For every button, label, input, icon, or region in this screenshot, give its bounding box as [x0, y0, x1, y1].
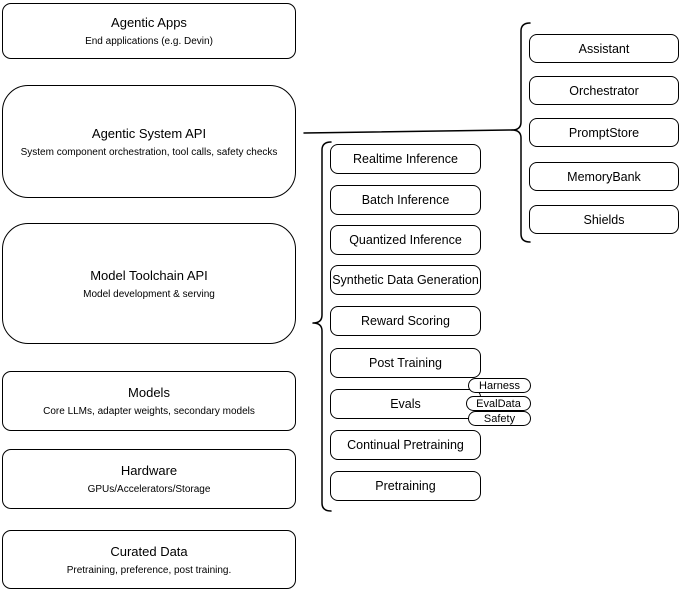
box-subtitle: Pretraining, preference, post training. — [66, 564, 232, 576]
eval-tag-harness: Harness — [468, 378, 531, 393]
box-model-toolchain-api: Model Toolchain API Model development & … — [2, 223, 296, 344]
system-node-assistant: Assistant — [529, 34, 679, 63]
box-subtitle: End applications (e.g. Devin) — [85, 36, 213, 47]
toolchain-node-batch-inference: Batch Inference — [330, 185, 481, 215]
brace-system-components — [511, 22, 531, 243]
box-subtitle: GPUs/Accelerators/Storage — [87, 484, 211, 495]
toolchain-node-realtime-inference: Realtime Inference — [330, 144, 481, 174]
box-hardware: Hardware GPUs/Accelerators/Storage — [2, 449, 296, 509]
box-subtitle: Core LLMs, adapter weights, secondary mo… — [43, 406, 255, 417]
box-title: Model Toolchain API — [90, 267, 208, 283]
brace-toolchain — [312, 141, 332, 512]
system-node-promptstore: PromptStore — [529, 118, 679, 147]
system-node-orchestrator: Orchestrator — [529, 76, 679, 105]
eval-tag-evaldata: EvalData — [466, 396, 531, 411]
toolchain-node-continual-pretraining: Continual Pretraining — [330, 430, 481, 460]
box-title: Agentic System API — [91, 125, 207, 141]
box-subtitle: System component orchestration, tool cal… — [20, 146, 278, 158]
box-curated-data: Curated Data Pretraining, preference, po… — [2, 530, 296, 589]
box-title: Curated Data — [110, 543, 188, 559]
box-subtitle: Model development & serving — [83, 288, 215, 300]
system-node-shields: Shields — [529, 205, 679, 234]
box-title: Agentic Apps — [111, 15, 187, 30]
box-agentic-system-api: Agentic System API System component orch… — [2, 85, 296, 198]
line-system-api-to-brace — [303, 129, 513, 134]
box-agentic-apps: Agentic Apps End applications (e.g. Devi… — [2, 3, 296, 59]
toolchain-node-evals: Evals — [330, 389, 481, 419]
toolchain-node-synthetic-data-generation: Synthetic Data Generation — [330, 265, 481, 295]
box-title: Hardware — [120, 463, 178, 478]
toolchain-node-quantized-inference: Quantized Inference — [330, 225, 481, 255]
system-node-memorybank: MemoryBank — [529, 162, 679, 191]
eval-tag-safety: Safety — [468, 411, 531, 426]
box-models: Models Core LLMs, adapter weights, secon… — [2, 371, 296, 431]
toolchain-node-reward-scoring: Reward Scoring — [330, 306, 481, 336]
toolchain-node-post-training: Post Training — [330, 348, 481, 378]
toolchain-node-pretraining: Pretraining — [330, 471, 481, 501]
box-title: Models — [128, 385, 170, 400]
